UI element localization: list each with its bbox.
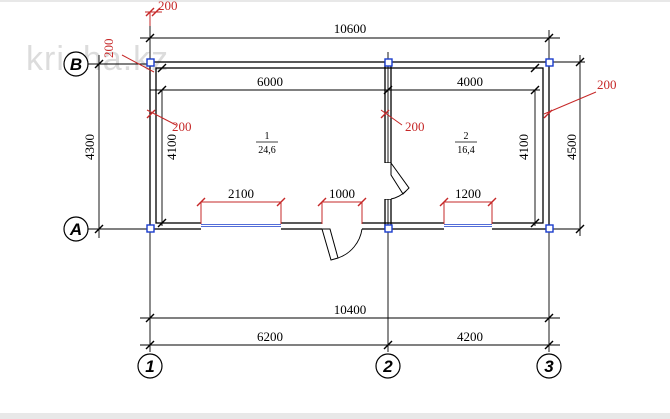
openings xyxy=(201,161,492,261)
wall-dim-top: 200 xyxy=(158,0,178,13)
axis-label-a: A xyxy=(69,220,82,239)
red-dimension-marks xyxy=(121,7,597,224)
opening-door: 1000 xyxy=(329,186,355,201)
wall-dim-room2: 200 xyxy=(405,119,425,134)
axis-bubble-1: 1 xyxy=(137,353,163,379)
room-2-label: 2 16,4 xyxy=(455,131,477,156)
axis-bubble-2: 2 xyxy=(375,353,401,379)
room-1-number: 1 xyxy=(265,131,270,142)
dim-room1-width: 6000 xyxy=(257,74,283,89)
watermark: krisha.kz xyxy=(26,40,170,78)
axis-label-3: 3 xyxy=(544,357,554,376)
dim-total-bottom: 10400 xyxy=(334,302,367,317)
top-strip xyxy=(0,0,670,2)
columns xyxy=(146,58,554,233)
bottom-strip xyxy=(0,413,670,419)
dim-axis-1-2: 6200 xyxy=(257,329,283,344)
dim-height-left-outer: 4300 xyxy=(82,134,97,160)
room-1-label: 1 24,6 xyxy=(256,131,278,156)
opening-window-left: 2100 xyxy=(228,186,254,201)
opening-window-right: 1200 xyxy=(455,186,481,201)
axis-label-2: 2 xyxy=(382,357,393,376)
wall-dim-right: 200 xyxy=(597,77,617,92)
room-1-area: 24,6 xyxy=(258,145,276,156)
room-2-number: 2 xyxy=(464,131,469,142)
wall-dim-left: 200 xyxy=(101,39,116,59)
axis-bubble-b: B xyxy=(63,51,89,77)
room-2-area: 16,4 xyxy=(457,145,475,156)
axis-label-1: 1 xyxy=(145,357,154,376)
dim-room2-width: 4000 xyxy=(457,74,483,89)
dim-height-right-outer: 4500 xyxy=(564,134,579,160)
dimension-lines xyxy=(94,33,585,350)
dim-total-top: 10600 xyxy=(334,21,367,36)
axis-bubble-a: A xyxy=(63,216,89,242)
dim-height-left-inner: 4100 xyxy=(164,134,179,160)
dim-axis-2-3: 4200 xyxy=(457,329,483,344)
axis-bubble-3: 3 xyxy=(536,353,562,379)
wall-dim-room1: 200 xyxy=(172,119,192,134)
axis-label-b: B xyxy=(70,55,82,74)
dim-height-right-inner: 4100 xyxy=(516,134,531,160)
